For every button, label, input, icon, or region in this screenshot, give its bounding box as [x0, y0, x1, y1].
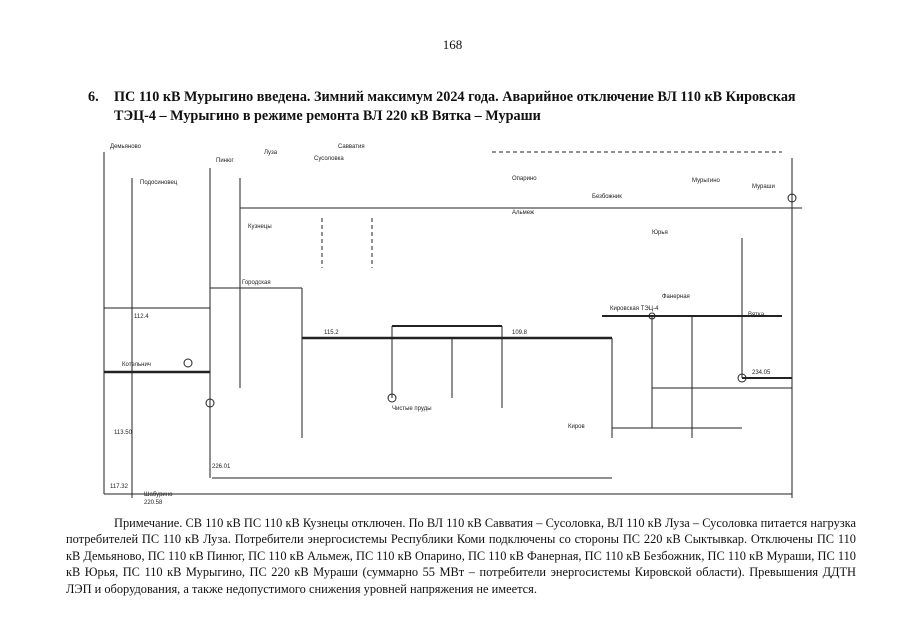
- label-kirov: Киров: [568, 424, 585, 430]
- label-demyanovo: Демьяново: [110, 144, 142, 150]
- heading-number: 6.: [88, 89, 99, 105]
- transformer-shaburino: [205, 398, 215, 408]
- label-opanino: Опарино: [512, 176, 537, 182]
- label-faneraya: Фанерная: [662, 294, 690, 300]
- label-pinyug: Пинюг: [216, 158, 234, 164]
- heading-text-2: ТЭЦ-4 – Мурыгино в режиме ремонта ВЛ 220…: [114, 108, 541, 124]
- page-number: 168: [442, 37, 463, 52]
- voltage-b: 115.2: [324, 330, 339, 336]
- label-gorodskaya: Городская: [242, 280, 271, 286]
- label-shaburino: Шабурино: [144, 492, 173, 498]
- label-murygino: Мурыгино: [692, 178, 721, 184]
- voltage-g: 113.50: [114, 430, 133, 436]
- note-paragraph: Примечание. СВ 110 кВ ПС 110 кВ Кузнецы …: [66, 515, 856, 597]
- note-text: Примечание. СВ 110 кВ ПС 110 кВ Кузнецы …: [66, 516, 856, 596]
- voltage-f: 220.58: [144, 500, 163, 506]
- transformer-kirov: [387, 393, 397, 403]
- label-sosolovka: Сусоловка: [314, 156, 344, 162]
- label-savvatia: Савватия: [338, 144, 365, 150]
- label-kotelnich: Котельнич: [122, 362, 151, 368]
- label-luza: Луза: [264, 150, 278, 156]
- section-heading: 6. ПС 110 кВ Мурыгино введена. Зимний мак…: [88, 88, 858, 126]
- label-chistye-prudy: Чистые пруды: [392, 406, 432, 412]
- voltage-h: 117.32: [110, 484, 129, 490]
- voltage-d: 226.01: [212, 464, 231, 470]
- label-yuria: Юрья: [652, 230, 668, 236]
- label-podosinovets: Подосиновец: [140, 180, 178, 186]
- label-kirovskaya-tec4: Кировская ТЭЦ-4: [610, 306, 659, 312]
- label-kuzhenki: Кузнецы: [248, 224, 272, 230]
- transformer-kotelnich: [183, 358, 193, 368]
- transformer-tec4: [648, 312, 656, 320]
- transformer-murashi: [787, 193, 797, 203]
- power-grid-diagram: Демьяново Подосиновец Пинюг Луза Сусолов…: [103, 144, 802, 506]
- label-vyatka: Вятка: [748, 312, 765, 318]
- voltage-e: 234.05: [752, 370, 771, 376]
- label-bezbozhnik: Безбожник: [592, 194, 622, 200]
- transformer-vyatka: [737, 373, 747, 383]
- label-murashi: Мураши: [752, 184, 775, 190]
- heading-line-1: 6. ПС 110 кВ Мурыгино введена. Зимний мак…: [88, 88, 858, 107]
- voltage-c: 109.8: [512, 330, 528, 336]
- voltage-a: 112.4: [134, 314, 149, 320]
- label-almezh: Альмеж: [512, 210, 534, 216]
- heading-text-1: ПС 110 кВ Мурыгино введена. Зимний макси…: [114, 89, 796, 105]
